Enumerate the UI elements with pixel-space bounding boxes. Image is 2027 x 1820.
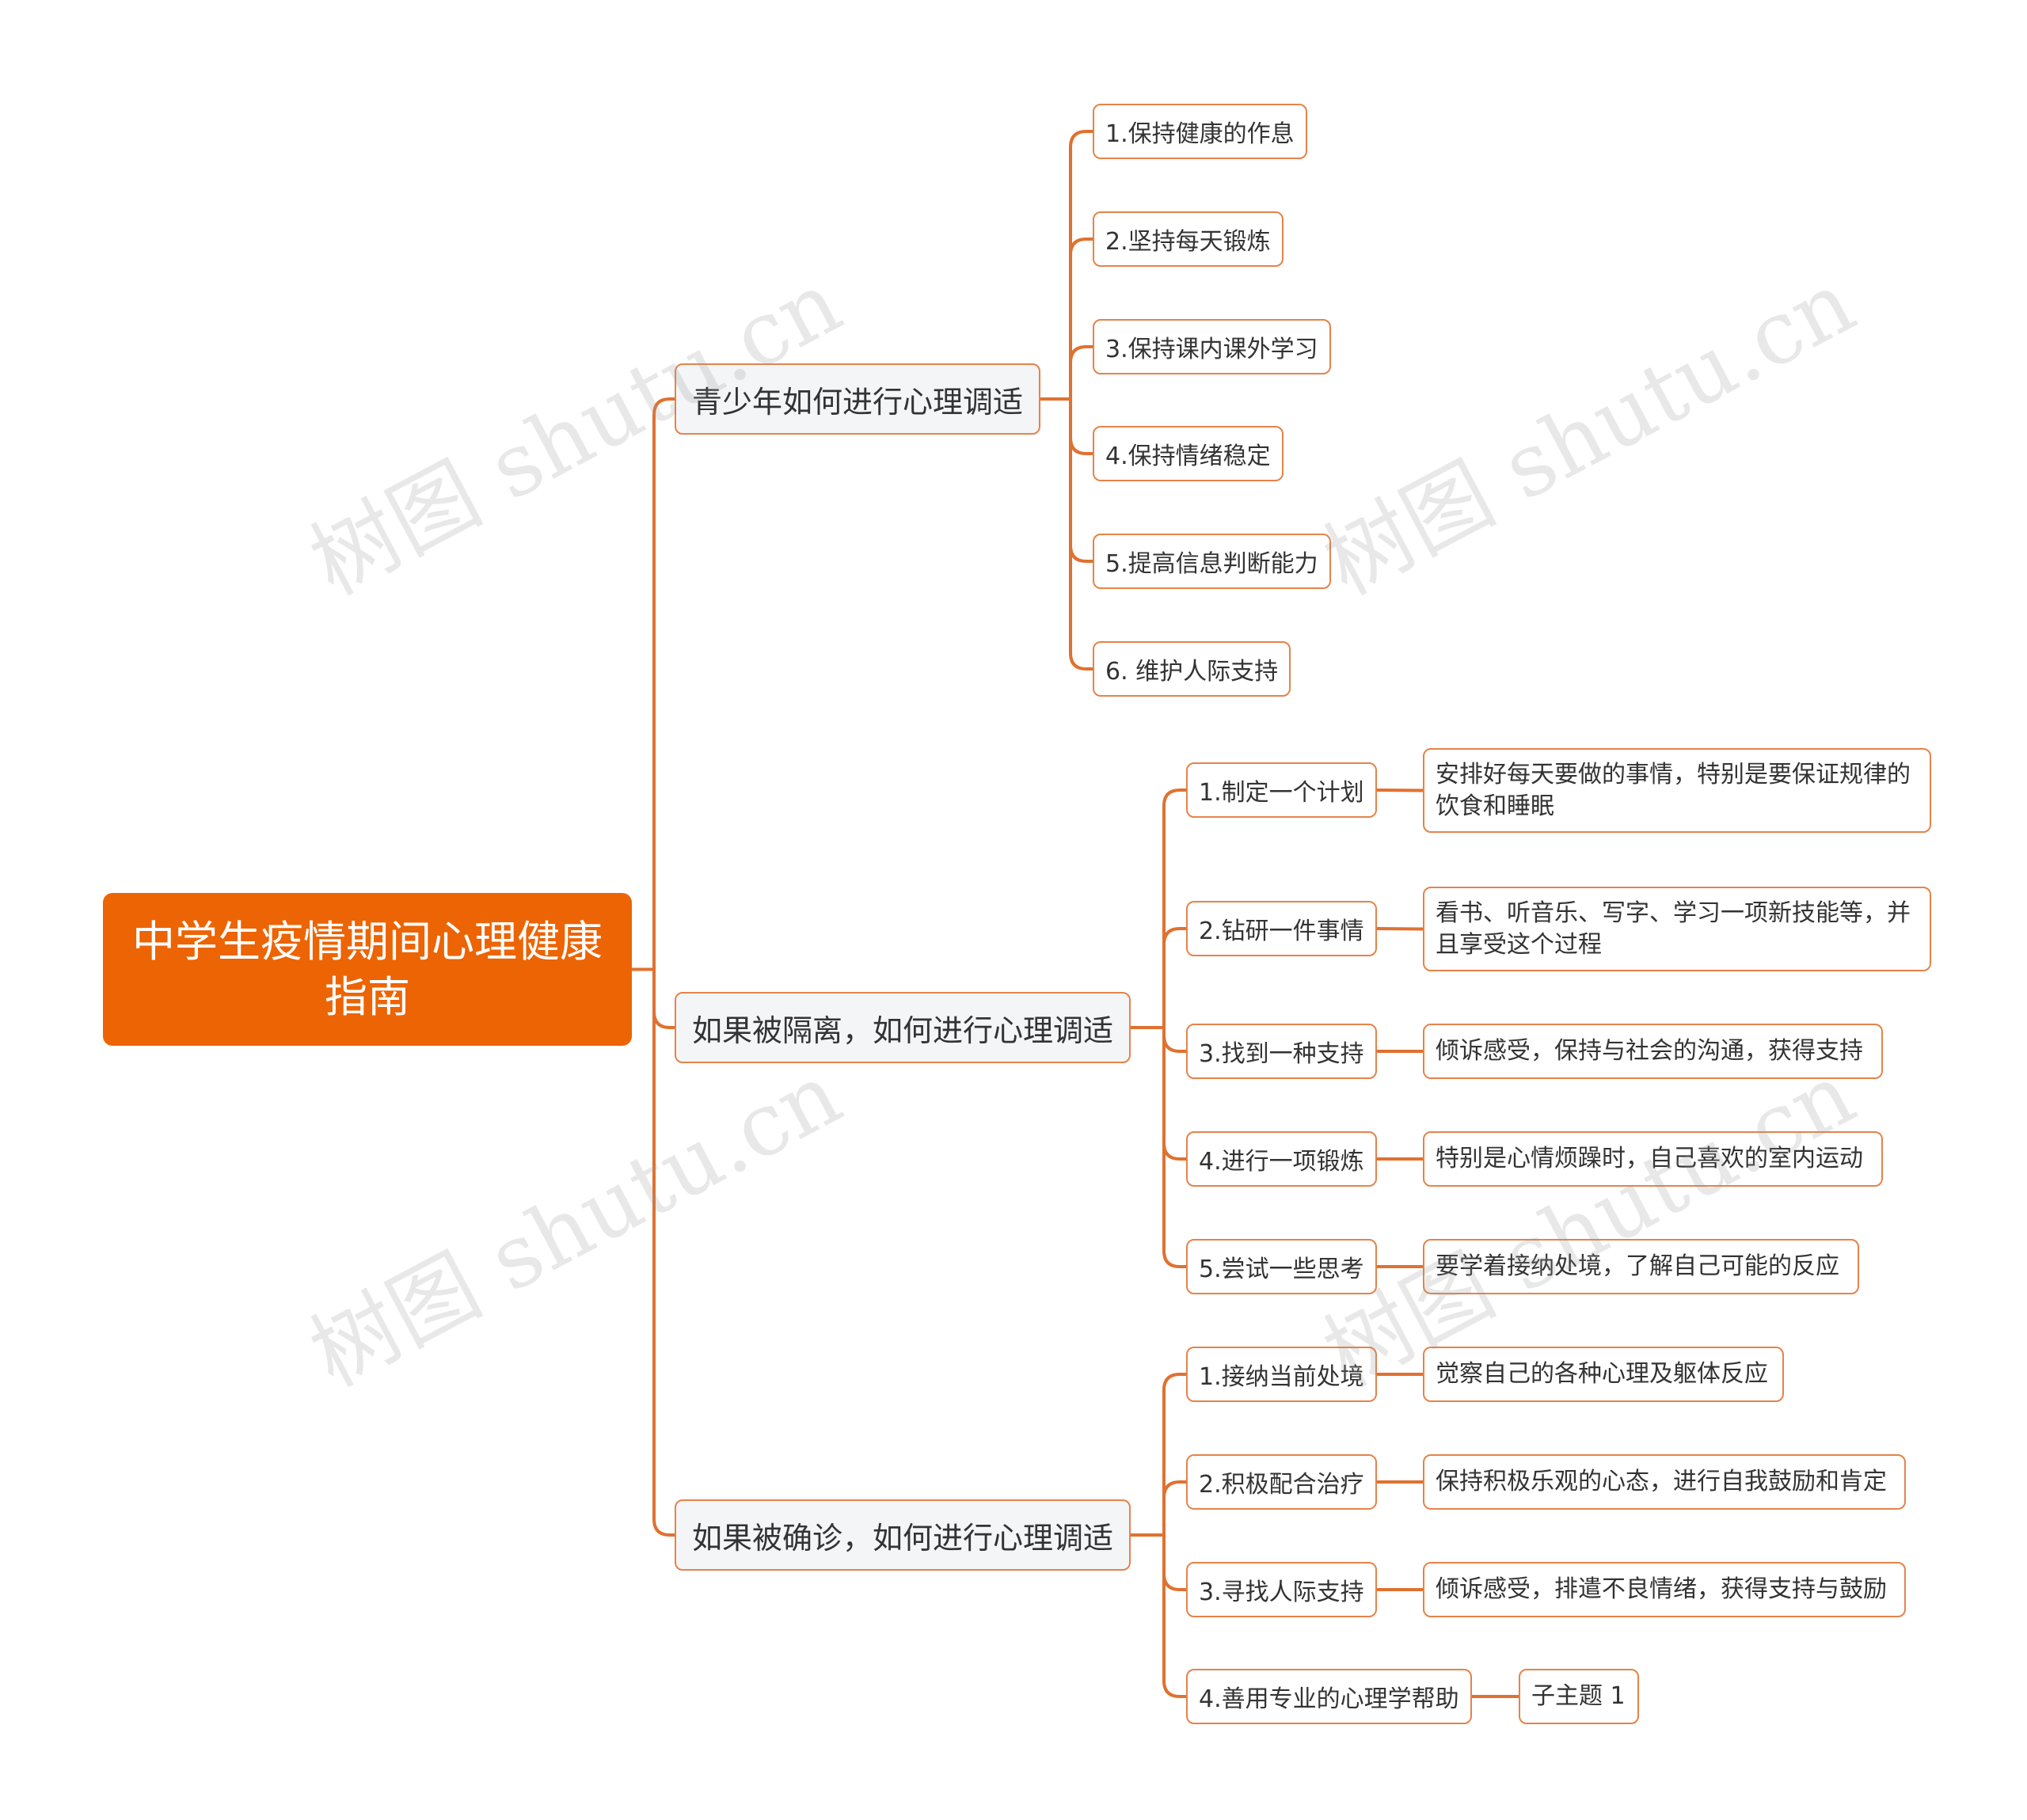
- detail-note[interactable]: 觉察自己的各种心理及躯体反应: [1423, 1347, 1784, 1402]
- detail-note[interactable]: 倾诉感受，排遣不良情绪，获得支持与鼓励: [1423, 1562, 1906, 1617]
- connector-line: [1162, 1373, 1188, 1537]
- detail-note[interactable]: 要学着接纳处境，了解自己可能的反应: [1423, 1239, 1859, 1294]
- subtopic[interactable]: 1.接纳当前处境: [1186, 1347, 1377, 1402]
- branch-topic-1[interactable]: 青少年如何进行心理调适: [675, 363, 1041, 435]
- branch-topic-label: 如果被隔离，如何进行心理调适: [692, 1013, 1114, 1048]
- subtopic-label: 4.保持情绪稳定: [1105, 443, 1271, 470]
- connector-line: [1069, 397, 1094, 455]
- connector-line: [1069, 397, 1094, 671]
- subtopic-label: 1.制定一个计划: [1199, 779, 1364, 807]
- root-topic-label: 中学生疫情期间心理健康指南: [132, 916, 603, 1022]
- subtopic[interactable]: 1.制定一个计划: [1186, 762, 1377, 818]
- detail-note[interactable]: 保持积极乐观的心态，进行自我鼓励和肯定: [1423, 1454, 1906, 1510]
- subtopic[interactable]: 3.寻找人际支持: [1186, 1562, 1377, 1617]
- branch-topic-3[interactable]: 如果被确诊，如何进行心理调适: [675, 1499, 1131, 1571]
- detail-note-text: 特别是心情烦躁时，自己喜欢的室内运动: [1436, 1145, 1863, 1172]
- connector-line: [1162, 1026, 1188, 1268]
- subtopic[interactable]: 2.坚持每天锻炼: [1093, 211, 1284, 267]
- detail-note-text: 保持积极乐观的心态，进行自我鼓励和肯定: [1436, 1468, 1887, 1495]
- subtopic[interactable]: 3.保持课内课外学习: [1093, 319, 1331, 374]
- detail-note[interactable]: 子主题 1: [1519, 1669, 1639, 1724]
- subtopic-label: 4.善用专业的心理学帮助: [1199, 1685, 1459, 1713]
- subtopic-label: 3.寻找人际支持: [1199, 1579, 1364, 1606]
- branch-topic-label: 如果被确诊，如何进行心理调适: [692, 1520, 1114, 1556]
- detail-note-text: 安排好每天要做的事情，特别是要保证规律的饮食和睡眠: [1436, 760, 1911, 820]
- connector-line: [1162, 1480, 1188, 1537]
- detail-note-text: 子主题 1: [1531, 1682, 1626, 1710]
- subtopic-label: 1.接纳当前处境: [1199, 1363, 1364, 1391]
- subtopic[interactable]: 4.保持情绪稳定: [1093, 426, 1284, 481]
- connector-line: [652, 967, 676, 1537]
- branch-topic-2[interactable]: 如果被隔离，如何进行心理调适: [675, 992, 1131, 1063]
- subtopic-label: 5.尝试一些思考: [1199, 1256, 1364, 1283]
- connector-line: [1162, 1533, 1188, 1591]
- connector-line: [1162, 1026, 1188, 1053]
- subtopic[interactable]: 2.钻研一件事情: [1186, 901, 1377, 956]
- subtopic-label: 5.提高信息判断能力: [1105, 550, 1318, 578]
- subtopic[interactable]: 6. 维护人际支持: [1093, 641, 1291, 697]
- connector-line: [1375, 788, 1424, 792]
- detail-note[interactable]: 特别是心情烦躁时，自己喜欢的室内运动: [1423, 1131, 1883, 1187]
- detail-note-text: 觉察自己的各种心理及躯体反应: [1436, 1360, 1768, 1388]
- subtopic[interactable]: 2.积极配合治疗: [1186, 1454, 1377, 1510]
- connector-line: [1069, 130, 1094, 401]
- subtopic-label: 3.保持课内课外学习: [1105, 336, 1318, 363]
- detail-note[interactable]: 看书、听音乐、写字、学习一项新技能等，并且享受这个过程: [1423, 887, 1931, 971]
- subtopic-label: 2.坚持每天锻炼: [1105, 228, 1271, 256]
- root-topic[interactable]: 中学生疫情期间心理健康指南: [103, 893, 632, 1046]
- subtopic[interactable]: 4.进行一项锻炼: [1186, 1131, 1377, 1187]
- subtopic-label: 3.找到一种支持: [1199, 1040, 1364, 1068]
- subtopic[interactable]: 5.尝试一些思考: [1186, 1239, 1377, 1294]
- subtopic[interactable]: 5.提高信息判断能力: [1093, 534, 1331, 589]
- subtopic-label: 1.保持健康的作息: [1105, 120, 1295, 148]
- subtopic-label: 2.积极配合治疗: [1199, 1471, 1364, 1499]
- detail-note[interactable]: 倾诉感受，保持与社会的沟通，获得支持: [1423, 1024, 1883, 1079]
- connector-line: [1069, 237, 1094, 401]
- detail-note[interactable]: 安排好每天要做的事情，特别是要保证规律的饮食和睡眠: [1423, 748, 1931, 833]
- subtopic-label: 2.钻研一件事情: [1199, 918, 1364, 945]
- subtopic-label: 6. 维护人际支持: [1105, 658, 1279, 686]
- subtopic[interactable]: 1.保持健康的作息: [1093, 104, 1307, 159]
- subtopic[interactable]: 4.善用专业的心理学帮助: [1186, 1669, 1472, 1724]
- connector-line: [1162, 1533, 1188, 1698]
- detail-note-text: 要学着接纳处境，了解自己可能的反应: [1436, 1252, 1839, 1280]
- connector-line: [652, 967, 676, 1029]
- detail-note-text: 倾诉感受，保持与社会的沟通，获得支持: [1436, 1037, 1863, 1065]
- detail-note-text: 倾诉感受，排遣不良情绪，获得支持与鼓励: [1436, 1575, 1887, 1603]
- connector-line: [1162, 788, 1188, 1029]
- connector-line: [1069, 397, 1094, 563]
- branch-topic-label: 青少年如何进行心理调适: [692, 384, 1024, 420]
- connector-line: [1069, 345, 1094, 401]
- connector-line: [1162, 927, 1188, 1029]
- subtopic[interactable]: 3.找到一种支持: [1186, 1024, 1377, 1079]
- subtopic-label: 4.进行一项锻炼: [1199, 1148, 1364, 1176]
- detail-note-text: 看书、听音乐、写字、学习一项新技能等，并且享受这个过程: [1436, 899, 1911, 959]
- connector-line: [652, 397, 676, 971]
